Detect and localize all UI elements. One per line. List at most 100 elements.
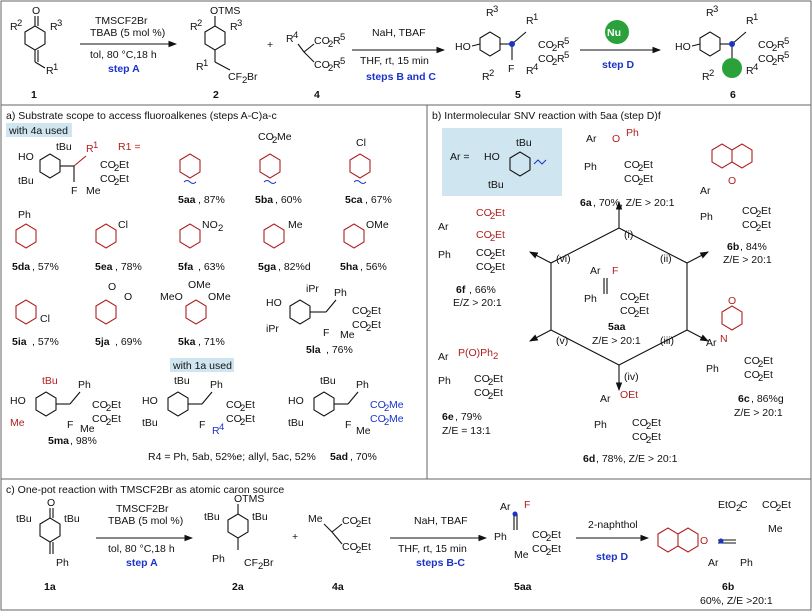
svg-text:EtO: EtO	[718, 499, 736, 511]
svg-text:2: 2	[638, 163, 643, 174]
svg-text:CO: CO	[476, 207, 492, 219]
steps-bc-reagent-2: THF, rt, 15 min	[360, 55, 429, 67]
route-iii-arrow	[686, 329, 709, 342]
svg-text:F: F	[199, 419, 205, 431]
cpd-5ka-yield: , 71%	[198, 336, 225, 348]
svg-text:Et: Et	[119, 173, 129, 185]
substituent-5aa	[179, 153, 201, 184]
panel-b: b) Intermolecular SNV reaction with 5aa …	[432, 110, 784, 465]
svg-text:F: F	[67, 419, 73, 431]
svg-text:2: 2	[758, 359, 763, 370]
cpd-5ad-yield: , 70%	[350, 451, 377, 463]
svg-text:CO: CO	[538, 39, 554, 51]
svg-text:2: 2	[634, 295, 639, 306]
product-6d-text: , 78%, Z/E > 20:1	[596, 453, 678, 465]
cpd-5ad-label: 5ad	[330, 451, 348, 463]
with-4a-badge	[6, 123, 72, 137]
svg-text:2: 2	[772, 43, 777, 54]
svg-text:HO: HO	[484, 151, 500, 163]
svg-text:O: O	[612, 133, 620, 145]
svg-text:2: 2	[106, 403, 111, 414]
compound-4-label: 4	[314, 89, 320, 101]
svg-text:CO: CO	[258, 131, 274, 143]
svg-text:2: 2	[328, 39, 333, 50]
steps-bc-label: steps B and C	[366, 71, 436, 83]
product-6b-ratio: Z/E > 20:1	[723, 254, 772, 266]
svg-text:Ph: Ph	[494, 531, 507, 543]
panel-a: a) Substrate scope to access fluoroalken…	[6, 110, 404, 463]
svg-text:CO: CO	[758, 39, 774, 51]
svg-text:Ar: Ar	[708, 557, 719, 569]
cpd-5ea-yield: , 78%	[115, 261, 142, 273]
svg-text:Ph: Ph	[78, 379, 91, 391]
svg-text:F: F	[323, 327, 329, 339]
svg-text:CO: CO	[624, 173, 640, 185]
svg-text:iPr: iPr	[306, 283, 319, 295]
compound-2a-label: 2a	[232, 581, 244, 593]
cpd-5ha-label: 5ha	[340, 261, 358, 273]
svg-text:2: 2	[552, 57, 557, 68]
svg-text:Me: Me	[277, 131, 292, 143]
svg-text:OMe: OMe	[208, 291, 231, 303]
svg-text:Me: Me	[288, 219, 303, 231]
svg-text:2: 2	[758, 373, 763, 384]
svg-text:2: 2	[218, 223, 223, 234]
svg-text:2: 2	[356, 519, 361, 530]
svg-text:CO: CO	[352, 305, 368, 317]
compound-6b-label: 6b	[722, 581, 734, 593]
svg-text:HO: HO	[455, 41, 471, 53]
svg-text:R: R	[333, 35, 341, 47]
svg-text:F: F	[71, 185, 77, 197]
panel-c: c) One-pot reaction with TMSCF2Br as ato…	[6, 484, 791, 607]
svg-text:N: N	[720, 333, 728, 345]
svg-text:R: R	[557, 53, 565, 65]
svg-text:5: 5	[784, 36, 789, 47]
svg-text:CO: CO	[92, 399, 108, 411]
svg-text:R: R	[286, 33, 294, 45]
svg-text:HO: HO	[18, 151, 34, 163]
svg-text:Ph: Ph	[210, 379, 223, 391]
svg-text:R: R	[333, 59, 341, 71]
svg-text:R: R	[10, 21, 18, 33]
svg-text:2: 2	[328, 63, 333, 74]
svg-text:Ph: Ph	[594, 419, 607, 431]
svg-text:5: 5	[784, 50, 789, 61]
route-ii-label: (ii)	[660, 253, 672, 265]
svg-text:Et: Et	[361, 515, 371, 527]
svg-text:4: 4	[293, 30, 298, 41]
svg-text:CO: CO	[744, 355, 760, 367]
svg-text:CO: CO	[100, 173, 116, 185]
cpd-5ja-yield: , 69%	[115, 336, 142, 348]
svg-text:2: 2	[258, 561, 263, 572]
cpd-5da-label: 5da	[12, 261, 30, 273]
svg-text:2: 2	[366, 323, 371, 334]
svg-text:Ph: Ph	[706, 363, 719, 375]
route-vi-label: (vi)	[556, 253, 571, 265]
svg-text:tBu: tBu	[18, 175, 34, 187]
svg-text:CO: CO	[226, 413, 242, 425]
svg-text:2: 2	[488, 377, 493, 388]
ar-definition-box	[442, 128, 562, 196]
product-6e-ratio: Z/E = 13:1	[442, 425, 491, 437]
panel-c-steps-bc-reagent-2: THF, rt, 15 min	[398, 543, 467, 555]
svg-text:P(O)Ph: P(O)Ph	[458, 347, 493, 359]
svg-text:2: 2	[272, 135, 277, 146]
svg-text:OEt: OEt	[620, 389, 638, 401]
cpd-5aa-yield: , 87%	[198, 194, 225, 206]
svg-text:Ph: Ph	[18, 209, 31, 221]
svg-text:2: 2	[634, 309, 639, 320]
svg-text:tBu: tBu	[288, 417, 304, 429]
svg-text:O: O	[47, 497, 55, 509]
compound-1a-label: 1a	[44, 581, 56, 593]
svg-text:Me: Me	[308, 513, 323, 525]
svg-text:2: 2	[197, 18, 202, 29]
svg-text:CO: CO	[744, 369, 760, 381]
svg-text:5: 5	[340, 56, 345, 67]
